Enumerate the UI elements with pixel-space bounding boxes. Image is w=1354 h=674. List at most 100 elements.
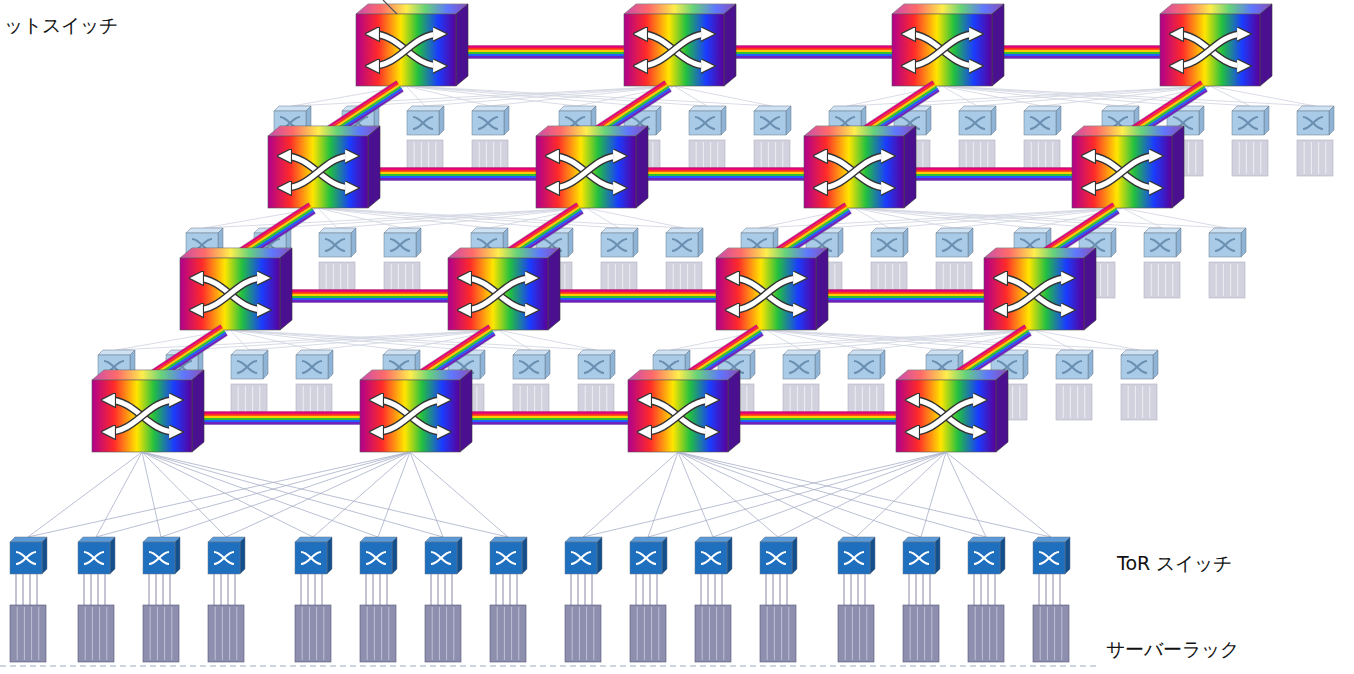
link-band (826, 290, 984, 292)
link-band (646, 174, 804, 176)
rack-slot (236, 607, 237, 660)
access-link (318, 208, 684, 228)
optical-link (826, 291, 984, 302)
switch-arrow (464, 278, 532, 310)
access-link (184, 330, 498, 350)
arrow-outline (912, 400, 980, 432)
switch-top-shade (1072, 126, 1184, 136)
rack-slot (845, 607, 846, 660)
tor-side (815, 350, 820, 379)
tor-front (1121, 355, 1153, 379)
link-band (470, 412, 628, 414)
switch-arrow (1000, 278, 1068, 310)
tor-arrows (877, 239, 897, 251)
tor-front (1056, 355, 1088, 379)
rack-slot (1237, 264, 1238, 296)
link-band (202, 416, 360, 418)
link-band (378, 174, 536, 176)
rack-slot (1151, 264, 1152, 296)
tor-arrows (844, 552, 864, 564)
tor-arrows (584, 361, 604, 373)
packet-switch (448, 248, 560, 330)
rack-cable (30, 574, 31, 605)
link-band (290, 296, 448, 298)
rack-slot (1142, 386, 1143, 418)
link-outline (466, 45, 624, 59)
tor-arrows (519, 361, 539, 373)
tor-switch-back (472, 106, 509, 176)
rack-slot (504, 607, 505, 660)
tor-switch-back (1209, 228, 1246, 298)
switch-top-shade (268, 126, 380, 136)
switch-front (984, 258, 1084, 330)
tor-front (689, 111, 721, 135)
arrow-outline (1088, 156, 1156, 188)
link-band (466, 56, 624, 58)
link-outline (154, 330, 224, 376)
tor-switch-back (384, 228, 421, 298)
arrow-outline (912, 400, 980, 432)
tor-arrows (695, 117, 715, 129)
tor-side (504, 106, 509, 135)
access-link (230, 330, 596, 350)
tor-top (490, 537, 527, 542)
switch-arrow (196, 278, 264, 310)
tor-arrows (1062, 361, 1082, 373)
rack-cable (780, 574, 781, 605)
packet-switch (892, 4, 1004, 86)
tor-front (578, 355, 610, 379)
access-link (648, 452, 678, 537)
switch-arrow (108, 400, 176, 432)
link-band (470, 418, 628, 420)
switch-side (460, 370, 472, 452)
rack-slot (439, 607, 440, 660)
tor-front (760, 542, 792, 574)
server-rack (1144, 262, 1180, 298)
link-band (914, 178, 1072, 180)
tor-top (565, 537, 602, 542)
link-band (734, 48, 892, 50)
packet-switch (628, 370, 740, 452)
access-link (142, 452, 161, 537)
server-rack (1056, 384, 1092, 420)
access-link (96, 452, 142, 537)
rack-cable (773, 574, 774, 605)
tor-arrows (1150, 239, 1170, 251)
rack-slot (852, 607, 853, 660)
switch-grid (0, 0, 1334, 666)
link-band (914, 176, 1072, 178)
tor-top (968, 537, 1005, 542)
tor-side (721, 106, 726, 135)
link-outline (646, 167, 804, 181)
switch-top (1160, 4, 1272, 14)
rack-cable (163, 574, 164, 605)
tor-switch-back (754, 106, 791, 176)
packet-switch (984, 248, 1096, 330)
access-link (942, 86, 1315, 106)
rack-slot (99, 607, 100, 660)
server-rack (1033, 605, 1069, 662)
rack-slot (1246, 142, 1247, 174)
tor-front (295, 542, 327, 574)
tor-front (384, 233, 416, 257)
link-outline (690, 330, 760, 376)
link-band (914, 174, 1072, 176)
link-band (419, 326, 489, 372)
tor-front (848, 355, 880, 379)
rack-slot (1216, 264, 1217, 296)
link-outline (1002, 45, 1160, 59)
access-link (378, 452, 410, 537)
tor-top (559, 106, 596, 111)
tor-side (786, 106, 791, 135)
link-band (509, 207, 579, 253)
rack-slot (586, 607, 587, 660)
server-rack (295, 605, 331, 662)
arrow-outline (820, 156, 888, 188)
switch-top-shade (896, 370, 1008, 380)
link-band (738, 420, 896, 422)
rack-cable (1060, 574, 1061, 605)
switch-front (896, 380, 996, 452)
rack-slot (931, 607, 932, 660)
rack-cable (431, 574, 432, 605)
link-band (202, 422, 360, 424)
